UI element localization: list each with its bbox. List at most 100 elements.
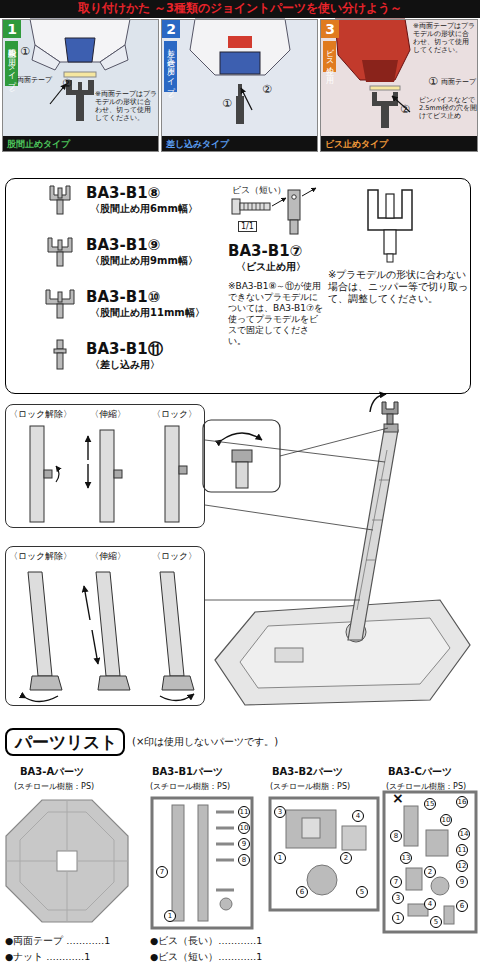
- clamp-part: [58, 292, 62, 302]
- parts-runner: [57, 851, 77, 871]
- action-base-stand: [240, 618, 450, 688]
- callout-number: 4: [352, 810, 364, 822]
- callout-number: 3: [274, 806, 286, 818]
- callout-number: 7: [156, 866, 168, 878]
- part-name: BA3-B2パーツ: [272, 766, 343, 778]
- clamp-part: [50, 186, 70, 200]
- node-text: BA3-B1⑩: [86, 289, 160, 306]
- panel-background: [161, 136, 318, 152]
- lock-box: 〈ロック解除〉〈伸縮〉〈ロック〉: [5, 546, 205, 706]
- material-note: (スチロール樹脂：PS): [386, 782, 466, 791]
- node-text: 1: [3, 20, 21, 38]
- node-text: ビス止め用: [323, 41, 336, 72]
- callout-number: 1: [392, 912, 404, 924]
- section-heading: パーツリスト: [5, 728, 125, 756]
- robot-drawing: [100, 45, 128, 70]
- lock-drawing: [87, 464, 88, 488]
- robot-drawing: [220, 52, 260, 74]
- parts-runner: [270, 798, 378, 910]
- node-text: 両面テープ: [17, 76, 57, 84]
- lock-drawing: [92, 630, 98, 664]
- node-text: 差し込み用（Iタイプ）: [164, 41, 177, 92]
- clamp-part: [288, 190, 300, 220]
- node-text: ※両面テープはプラモデルの形状に合わせ、切って使用してください。: [413, 22, 475, 54]
- callout-number: 5: [356, 886, 368, 898]
- node-text: 両面テープ: [441, 78, 477, 86]
- callout-number: 1: [274, 852, 286, 864]
- page-title: 取り付けかた ～3種類のジョイントパーツを使い分けよう～: [0, 2, 480, 15]
- material-note: (スチロール樹脂：PS): [150, 782, 230, 791]
- node-text: 3: [321, 20, 339, 38]
- node-text: BA3-B1⑪: [86, 341, 163, 358]
- node-text: 〈伸縮〉: [90, 409, 126, 419]
- node-text: 股間止めタイプ: [7, 139, 70, 149]
- action-base-stand: [205, 600, 360, 601]
- lock-drawing: [160, 694, 194, 701]
- parts-runner: [406, 868, 422, 890]
- parts-count: ●ナット …………1: [5, 952, 90, 963]
- callout-number: 15: [424, 798, 436, 810]
- node-text: 差し込みタイプ: [166, 139, 229, 149]
- clamp-part: [54, 349, 66, 353]
- node-text: BA3-B1⑨: [86, 237, 160, 254]
- clamp-part: [384, 230, 396, 254]
- lock-drawing: [30, 676, 62, 690]
- robot-drawing: [228, 36, 252, 48]
- parts-runner: [431, 877, 449, 895]
- clamp-part: [387, 254, 393, 262]
- callout-number: ②: [400, 104, 410, 117]
- material-note: (スチロール樹脂：PS): [14, 782, 94, 791]
- callout-number: ②: [262, 84, 272, 97]
- action-base-stand: [348, 430, 398, 640]
- callout-number: 2: [340, 852, 352, 864]
- clamp-part: [386, 194, 394, 218]
- parts-runner: [302, 818, 320, 838]
- lock-drawing: [56, 466, 59, 482]
- lock-box: 〈ロック解除〉〈伸縮〉〈ロック〉: [5, 404, 205, 528]
- callout-number: 10: [238, 822, 250, 834]
- lock-drawing: [100, 430, 114, 522]
- callout-number: 4: [424, 898, 436, 910]
- callout-number: ②: [62, 78, 72, 91]
- action-base-stand: [236, 462, 248, 488]
- node-text: 〈股間止め用9mm幅〉: [90, 255, 198, 267]
- joint-clamp: [76, 95, 84, 121]
- lock-drawing: [96, 572, 120, 676]
- node-text: BA3-B1⑦: [228, 243, 302, 260]
- lock-drawing: [26, 696, 58, 702]
- callout-number: 5: [430, 916, 442, 928]
- lock-drawing: [28, 572, 52, 676]
- clamp-part: [244, 203, 264, 210]
- node-text: ビス（短い）: [232, 185, 286, 195]
- action-base-stand: [387, 414, 393, 424]
- callout-number: 9: [456, 876, 468, 888]
- node-text: 〈差し込み用〉: [90, 359, 160, 371]
- callout-number: 10: [440, 814, 452, 826]
- node-text: 〈股間止め用6mm幅〉: [90, 203, 198, 215]
- clamp-part: [290, 220, 298, 234]
- node-text: 股間止め用（Yタイプ）: [5, 41, 18, 86]
- parts-runner: [444, 906, 454, 924]
- callout-number: ①: [428, 76, 438, 89]
- callout-number: 1: [164, 910, 176, 922]
- callout-number: 6: [456, 900, 468, 912]
- lock-drawing: [160, 572, 184, 676]
- lock-drawing: [179, 466, 187, 474]
- parts-count: ●ビス（短い）…………1: [150, 952, 262, 963]
- node-text: ビス止めタイプ: [325, 139, 388, 149]
- node-text: 1/1: [238, 221, 257, 232]
- node-text: 〈ロック解除〉: [9, 409, 72, 419]
- parts-count: ●両面テープ …………1: [5, 936, 110, 947]
- lock-drawing: [30, 426, 44, 522]
- panel-background: [320, 136, 478, 152]
- part-name: BA3-Aパーツ: [20, 766, 84, 778]
- action-base-stand: [205, 440, 385, 462]
- joint-clamp: [370, 86, 400, 90]
- node-text: 〈伸縮〉: [90, 551, 126, 561]
- clamp-part: [58, 240, 62, 250]
- joint-clamp: [381, 106, 389, 128]
- node-text: BA3-B1⑧: [86, 185, 160, 202]
- lock-drawing: [165, 426, 179, 522]
- callout-number: 6: [296, 886, 308, 898]
